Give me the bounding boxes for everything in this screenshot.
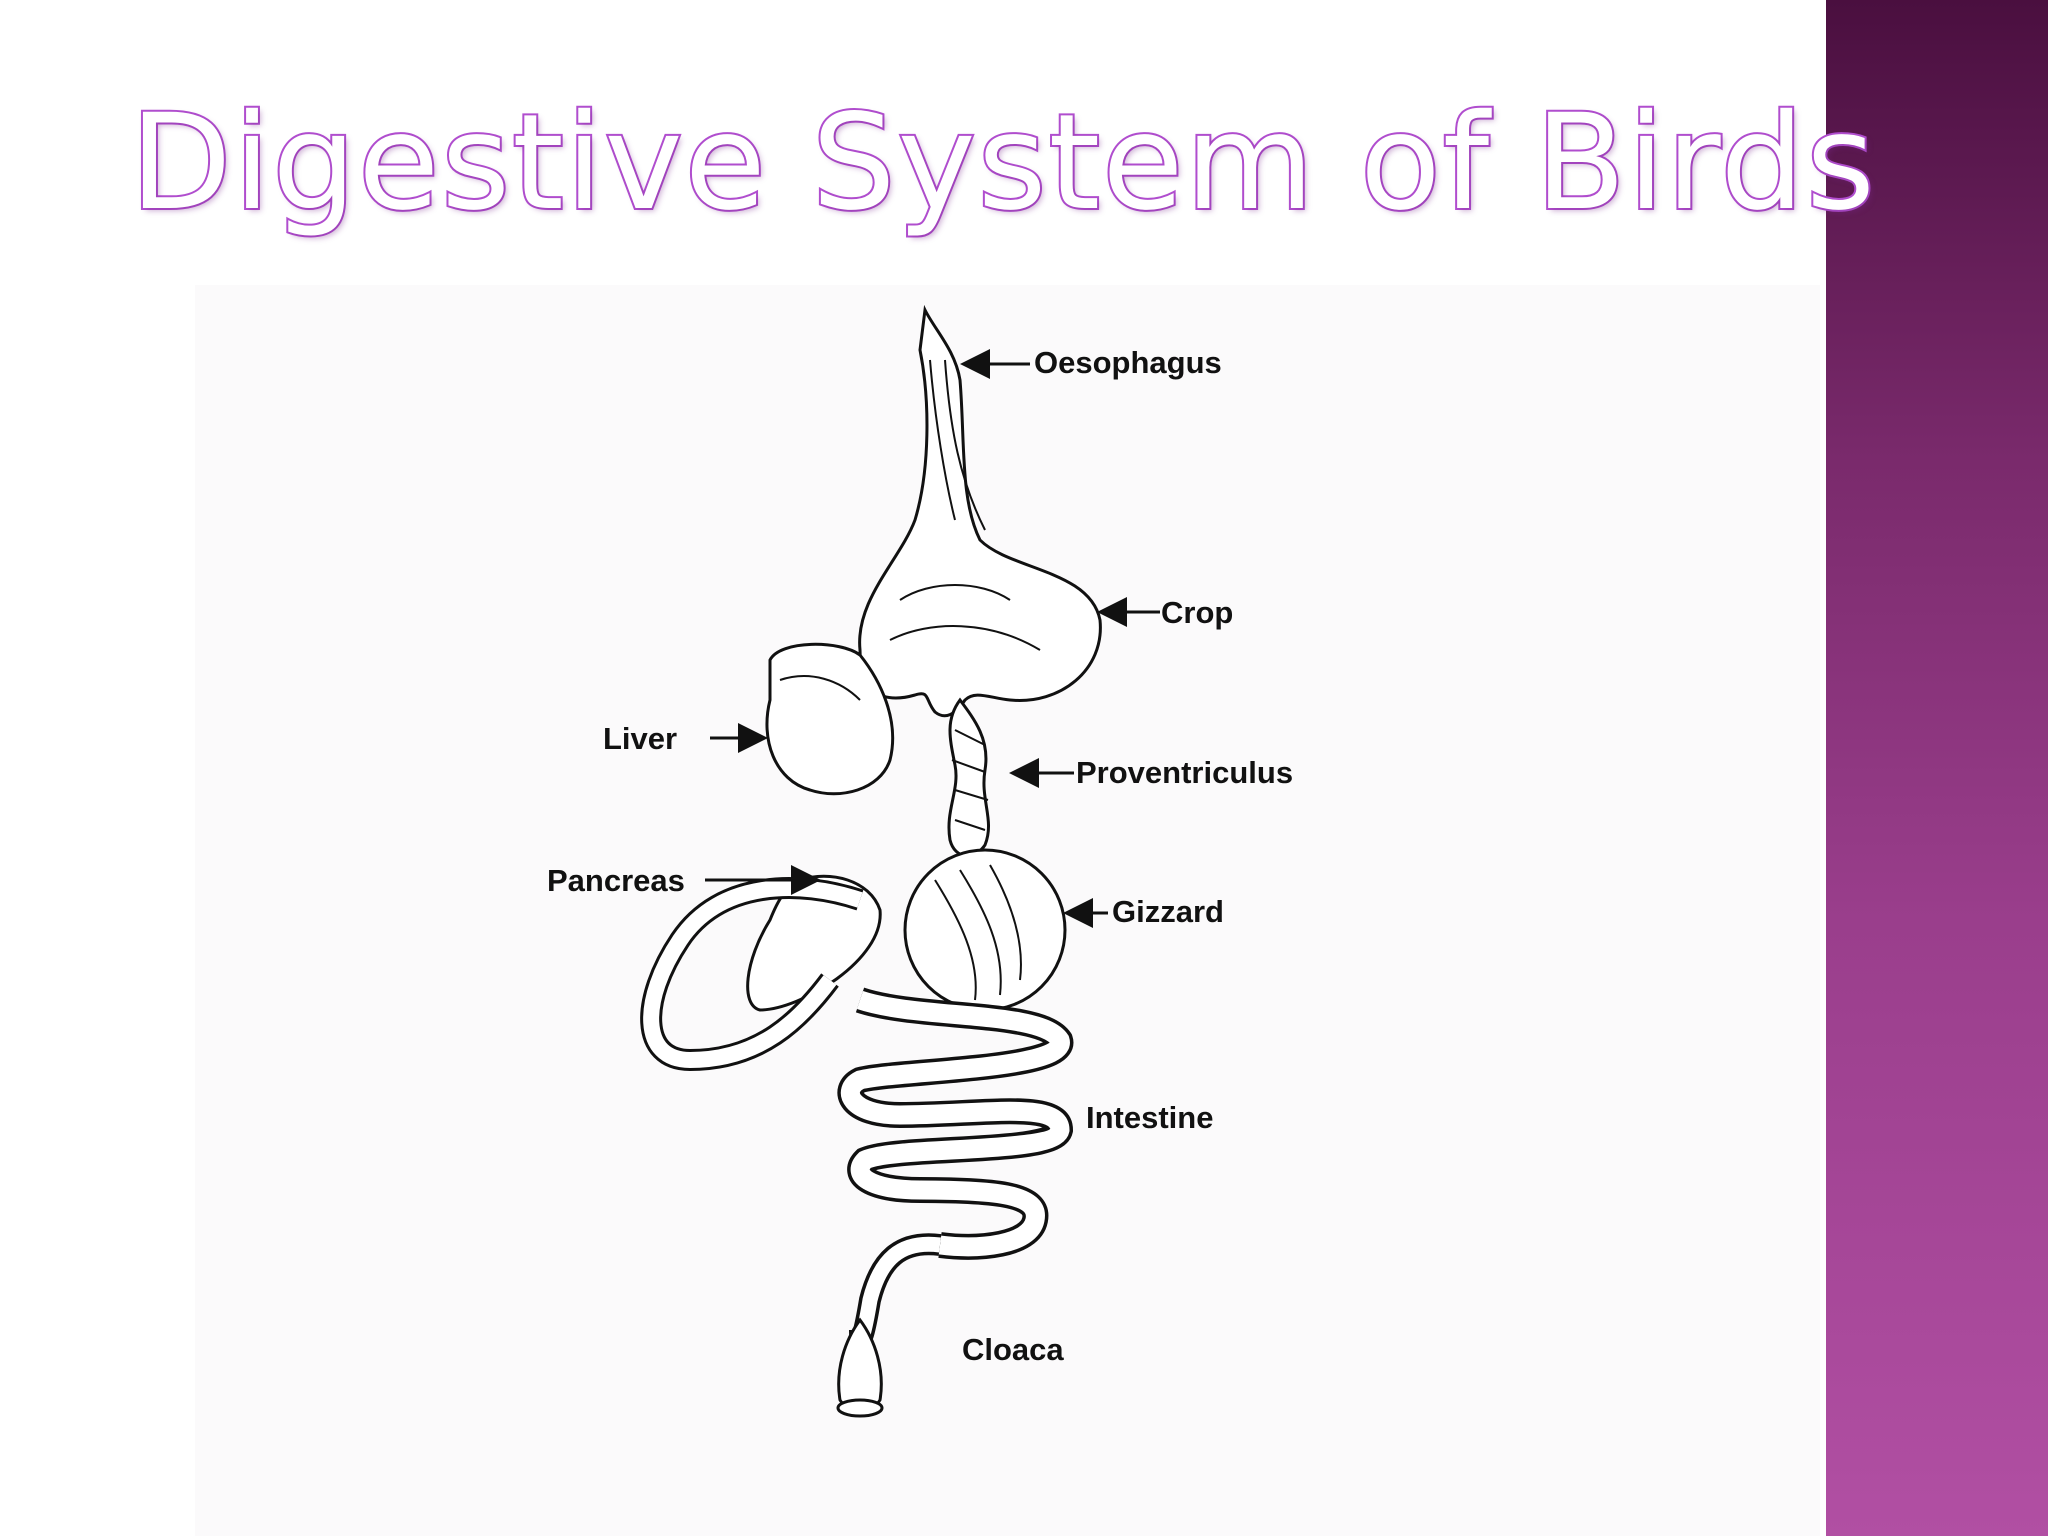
slide-title: Digestive System of Birds: [128, 85, 1877, 241]
oesophagus-crop-shape: [858, 304, 1102, 718]
diagram-panel: Oesophagus Crop Liver Proventriculus Pan…: [195, 285, 1820, 1536]
bird-digestive-diagram: Oesophagus Crop Liver Proventriculus Pan…: [547, 304, 1293, 1418]
cloaca-shape: [836, 1317, 884, 1418]
decorative-sidebar: [1826, 0, 2048, 1536]
intestine-shape: [837, 987, 1074, 1260]
proventriculus-shape: [947, 697, 990, 858]
large-intestine-shape: [849, 1233, 942, 1349]
label-intestine: Intestine: [1086, 1100, 1213, 1135]
label-oesophagus: Oesophagus: [1034, 345, 1222, 380]
label-crop: Crop: [1161, 595, 1233, 630]
gizzard-shape: [903, 848, 1067, 1012]
label-proventriculus: Proventriculus: [1076, 755, 1293, 790]
label-pancreas: Pancreas: [547, 863, 685, 898]
label-arrows: [705, 349, 1160, 928]
liver-shape: [765, 642, 895, 796]
label-liver: Liver: [603, 721, 677, 756]
duodenal-loop-shape: [640, 877, 864, 1072]
label-cloaca: Cloaca: [962, 1332, 1064, 1367]
pancreas-shape: [746, 874, 882, 1012]
label-gizzard: Gizzard: [1112, 894, 1224, 929]
